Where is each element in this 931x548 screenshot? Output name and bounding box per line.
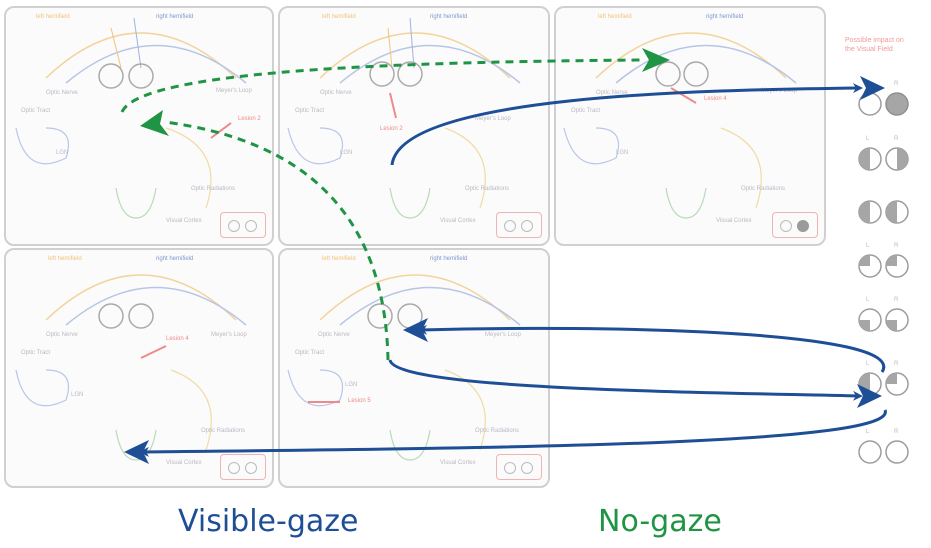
lgn-label: LGN [345, 382, 358, 388]
visual-cortex-label: Visual Cortex [440, 460, 476, 466]
row1-r-label: R [894, 81, 899, 87]
title-line-1: Possible impact on [845, 37, 904, 44]
mini-circle-right-icon [245, 220, 257, 232]
mini-visual-field [220, 212, 266, 238]
optic-radiations-label: Optic Radiations [465, 186, 510, 192]
meyers-loop-label: Meyer's Loop [761, 88, 797, 94]
visible-gaze-caption: Visible-gaze [178, 504, 359, 539]
meyers-loop-label: Meyer's Loop [475, 116, 511, 122]
mini-circle-right-icon [521, 462, 533, 474]
meyers-loop-label: Meyer's Loop [485, 332, 521, 338]
right-hemifield-label: right hemifield [706, 14, 744, 20]
lgn-label: LGN [71, 392, 84, 398]
circle-left-icon [858, 440, 882, 464]
visual-field-impact-title: Possible impact on the Visual Field [845, 36, 931, 54]
visual-pathway-diagram [15, 17, 247, 219]
mini-visual-field [496, 454, 542, 480]
left-hemifield-label: left hemifield [48, 256, 82, 262]
mini-visual-field [220, 454, 266, 480]
option-row-3 [858, 200, 909, 224]
lesion-label: Lesion 4 [704, 96, 727, 102]
mini-circle-right-filled-icon [797, 220, 809, 232]
lgn-label: LGN [340, 150, 353, 156]
optic-tract-label: Optic Tract [21, 350, 51, 356]
title-line-2: the Visual Field [845, 46, 893, 53]
row5-r-label: R [894, 297, 899, 303]
lesion-panel-1: left hemifield right hemifield Optic Ner… [4, 6, 274, 246]
row6-r-label: R [894, 361, 899, 367]
mini-circle-left-icon [504, 220, 516, 232]
visual-pathway-diagram [287, 17, 521, 219]
optic-tract-label: Optic Tract [295, 350, 325, 356]
mini-circle-left-icon [780, 220, 792, 232]
mini-circle-left-icon [228, 462, 240, 474]
mini-visual-field [772, 212, 818, 238]
optic-nerve-label: Optic Nerve [318, 332, 350, 338]
left-hemifield-label: left hemifield [322, 256, 356, 262]
left-hemifield-label: left hemifield [36, 14, 70, 20]
lesion-label: Lesion 4 [166, 336, 189, 342]
optic-radiations-label: Optic Radiations [741, 186, 786, 192]
lesion-panel-3: left hemifield right hemifield Optic Ner… [554, 6, 826, 246]
option-row-5 [858, 308, 909, 332]
right-hemifield-label: right hemifield [156, 256, 194, 262]
visual-pathway-diagram [287, 274, 521, 461]
lesion-panel-2: left hemifield right hemifield Optic Ner… [278, 6, 550, 246]
right-hemifield-label: right hemifield [430, 14, 468, 20]
visual-cortex-label: Visual Cortex [716, 218, 752, 224]
optic-tract-label: Optic Tract [571, 108, 601, 114]
meyers-loop-label: Meyer's Loop [211, 332, 247, 338]
mini-visual-field [496, 212, 542, 238]
visual-pathway-diagram [563, 32, 797, 219]
lesion-label: Lesion 2 [380, 126, 403, 132]
mini-circle-left-icon [228, 220, 240, 232]
right-hemifield-label: right hemifield [430, 256, 468, 262]
optic-tract-label: Optic Tract [21, 108, 51, 114]
no-gaze-path [120, 58, 641, 361]
optic-radiations-label: Optic Radiations [201, 428, 246, 434]
optic-tract-label: Optic Tract [295, 108, 325, 114]
row2-l-label: L [866, 136, 870, 142]
option-row-4 [858, 254, 909, 278]
row6-l-label: L [866, 361, 870, 367]
row7-r-label: R [894, 429, 899, 435]
optic-nerve-label: Optic Nerve [46, 90, 78, 96]
lgn-label: LGN [616, 150, 629, 156]
left-hemifield-label: left hemifield [598, 14, 632, 20]
row7-l-label: L [866, 429, 870, 435]
visible-gaze-path [139, 83, 887, 457]
meyers-loop-label: Meyer's Loop [216, 88, 252, 94]
visual-pathway-diagram [15, 274, 247, 461]
optic-radiations-label: Optic Radiations [475, 428, 520, 434]
row4-l-label: L [866, 243, 870, 249]
visual-cortex-label: Visual Cortex [166, 460, 202, 466]
row2-r-label: R [894, 136, 899, 142]
lesion-panel-4: left hemifield right hemifield Optic Ner… [4, 248, 274, 488]
lgn-label: LGN [56, 150, 69, 156]
lesion-label: Lesion 2 [238, 116, 261, 122]
row4-r-label: R [894, 243, 899, 249]
visual-cortex-label: Visual Cortex [166, 218, 202, 224]
mini-circle-left-icon [504, 462, 516, 474]
optic-nerve-label: Optic Nerve [320, 90, 352, 96]
circle-right-icon [885, 440, 909, 464]
option-row-7 [858, 440, 909, 464]
visual-cortex-label: Visual Cortex [440, 218, 476, 224]
circle-right-filled-icon [885, 92, 909, 116]
optic-nerve-label: Optic Nerve [46, 332, 78, 338]
visual-field-options [858, 92, 909, 464]
lesion-label: Lesion 5 [348, 398, 371, 404]
no-gaze-arrowheads [140, 48, 670, 136]
optic-nerve-label: Optic Nerve [596, 90, 628, 96]
mini-circle-right-icon [521, 220, 533, 232]
right-hemifield-label: right hemifield [156, 14, 194, 20]
optic-radiations-label: Optic Radiations [191, 186, 236, 192]
option-row-2 [858, 147, 909, 171]
row5-l-label: L [866, 297, 870, 303]
visible-gaze-arrowheads [124, 76, 885, 464]
left-hemifield-label: left hemifield [322, 14, 356, 20]
no-gaze-caption: No-gaze [598, 504, 722, 539]
mini-circle-right-icon [245, 462, 257, 474]
